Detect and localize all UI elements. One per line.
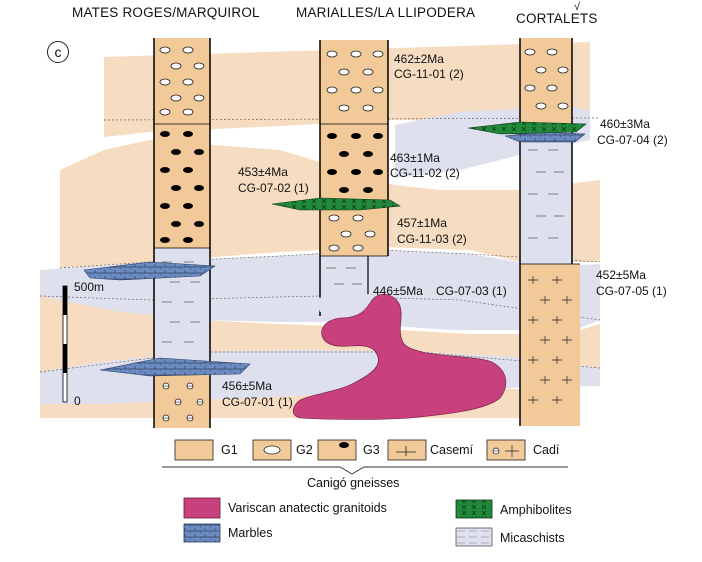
- legend-label-g2: G2: [296, 443, 313, 457]
- age-label: 457±1Ma: [397, 216, 447, 230]
- legend-label-g1: G1: [221, 443, 238, 457]
- scale-top-label: 500m: [74, 280, 105, 294]
- column-cortalets: [519, 38, 580, 426]
- legend-title: Canigó gneisses: [307, 476, 400, 490]
- legend-label-amphibolites: Amphibolites: [500, 503, 572, 517]
- amphibolite-lens-2: [467, 121, 587, 135]
- age-label: 462±2Ma: [394, 52, 444, 66]
- cortalets-mark: √: [574, 1, 581, 13]
- legend-label-cadi: Cadí: [533, 443, 560, 457]
- marble-lens-2: [99, 357, 251, 377]
- sample-label: CG-07-02 (1): [238, 181, 309, 195]
- amphibolite-lens-1: [271, 197, 401, 211]
- legend-label-micaschists: Micaschists: [500, 531, 565, 545]
- scale-bottom-label: 0: [74, 394, 81, 408]
- sample-label: CG-07-04 (2): [597, 133, 668, 147]
- column-header-marialles: MARIALLES/LA LLIPODERA: [296, 5, 476, 20]
- sample-label: CG-07-03 (1): [436, 284, 507, 298]
- micaschist-lens-marialles: [315, 294, 390, 314]
- variscan-granitoid-body: [292, 294, 507, 420]
- sample-label: CG-07-01 (1): [222, 395, 293, 409]
- legend-label-casemi: Casemí: [430, 443, 474, 457]
- sample-label: CG-07-05 (1): [596, 284, 667, 298]
- sample-label: CG-11-01 (2): [394, 67, 464, 81]
- marble-lens-1: [83, 261, 216, 281]
- legend-label-marbles: Marbles: [228, 526, 273, 540]
- legend-label-g3: G3: [363, 443, 380, 457]
- column-header-mates-roges: MATES ROGES/MARQUIROL: [72, 5, 260, 20]
- age-label: 456±5Ma: [222, 379, 272, 393]
- age-label: 452±5Ma: [596, 268, 646, 282]
- age-label: 460±3Ma: [600, 117, 650, 131]
- gneiss-legend-swatches: [174, 439, 526, 461]
- age-label: 463±1Ma: [390, 151, 440, 165]
- sample-label: CG-11-02 (2): [390, 166, 460, 180]
- age-label: 453±4Ma: [238, 165, 288, 179]
- scale-bar: [62, 285, 68, 403]
- panel-letter: c: [47, 41, 69, 63]
- column-marialles: [319, 40, 389, 316]
- rock-legend-swatches: [183, 497, 493, 547]
- sample-label: CG-11-03 (2): [397, 232, 467, 246]
- legend-label-granitoids: Variscan anatectic granitoids: [228, 501, 387, 515]
- age-label: 446±5Ma: [373, 284, 423, 298]
- legend-bracket: [162, 466, 568, 475]
- column-header-cortalets: CORTALETS: [516, 11, 598, 26]
